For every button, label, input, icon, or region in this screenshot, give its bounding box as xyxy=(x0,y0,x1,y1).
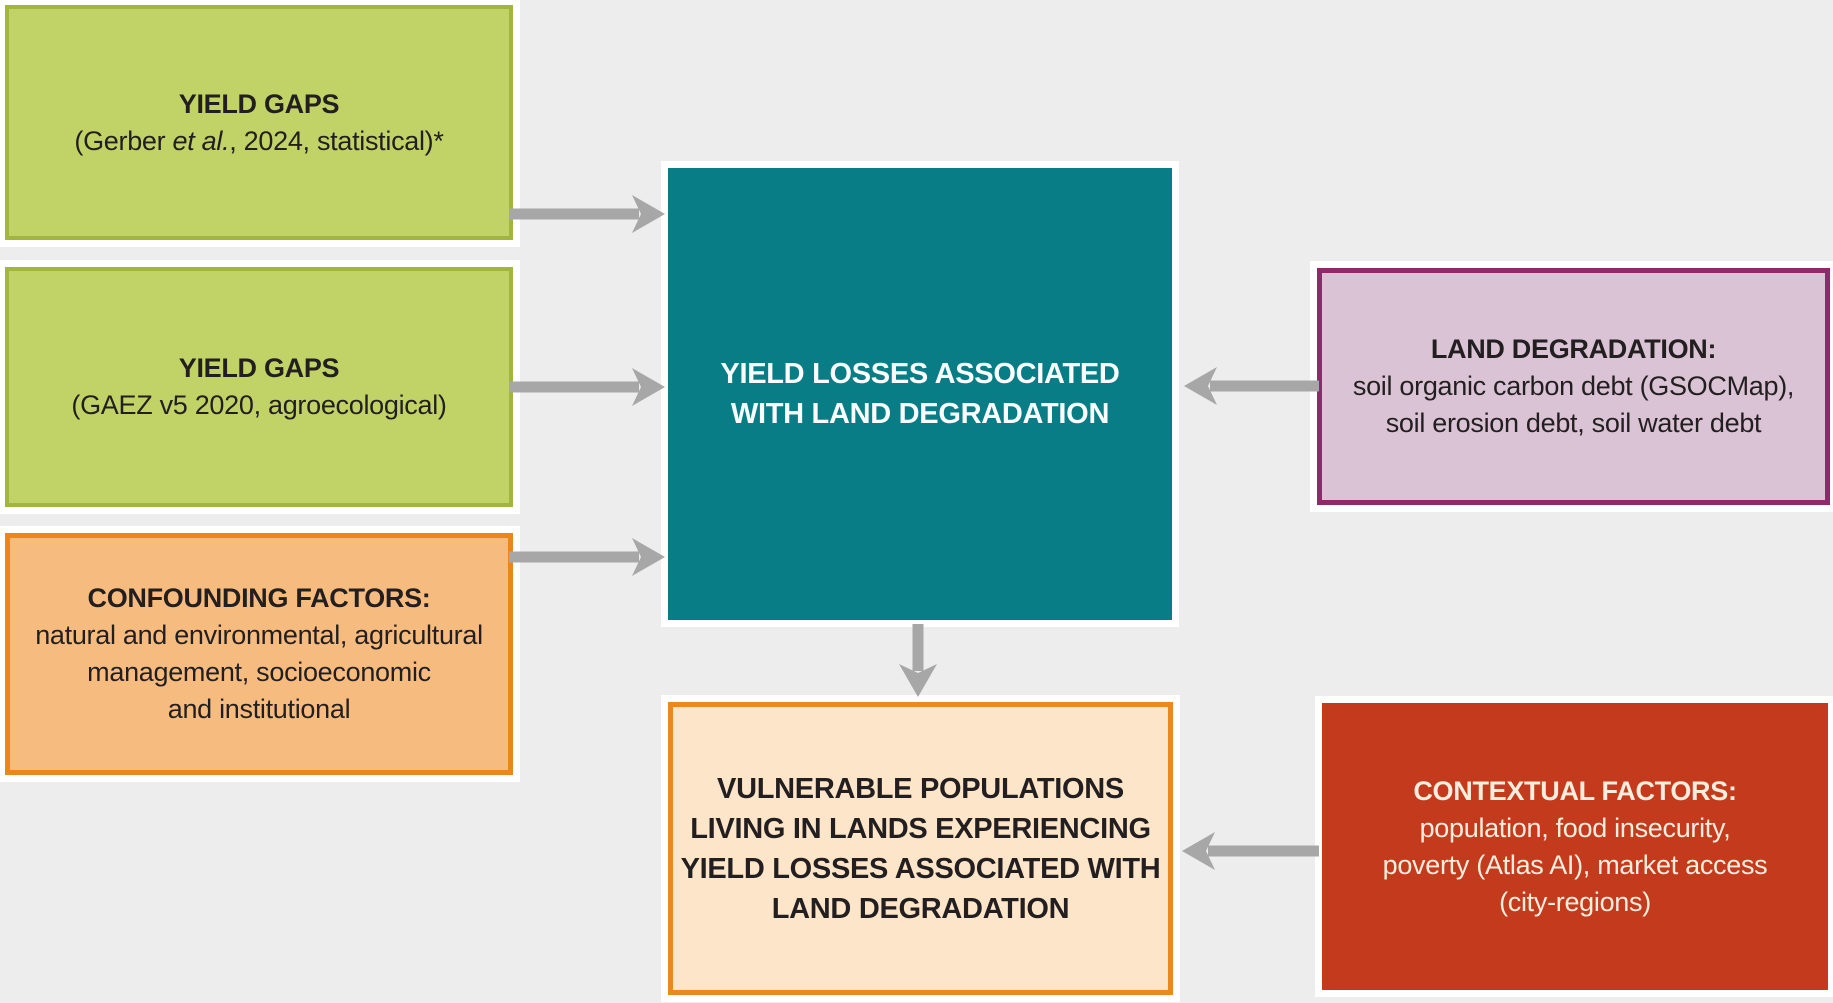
node-contextual-factors: CONTEXTUAL FACTORS: population, food ins… xyxy=(1322,703,1828,990)
arrow-contextual-factors-to-vulnerable-populations xyxy=(1182,832,1319,870)
node-line: and institutional xyxy=(167,694,351,724)
node-title: WITH LAND DEGRADATION xyxy=(730,398,1110,430)
node-land-degradation: LAND DEGRADATION: soil organic carbon de… xyxy=(1317,268,1830,505)
node-yield-losses: YIELD LOSSES ASSOCIATED WITH LAND DEGRAD… xyxy=(668,168,1172,620)
node-title: YIELD GAPS xyxy=(178,353,340,383)
node-yield-gaps-agroecological: YIELD GAPS (GAEZ v5 2020, agroecological… xyxy=(5,267,513,507)
node-title: YIELD LOSSES ASSOCIATED xyxy=(720,358,1120,390)
node-vulnerable-populations: VULNERABLE POPULATIONS LIVING IN LANDS E… xyxy=(668,702,1173,995)
node-line: management, socioeconomic xyxy=(87,657,431,687)
node-line: natural and environmental, agricultural xyxy=(35,620,483,650)
node-title: CONFOUNDING FACTORS: xyxy=(87,583,431,613)
node-title: LAND DEGRADATION: xyxy=(1430,334,1717,364)
node-title: LIVING IN LANDS EXPERIENCING xyxy=(690,812,1151,845)
arrow-yield-gaps-statistical-to-yield-losses xyxy=(509,195,665,233)
node-line: (GAEZ v5 2020, agroecological) xyxy=(71,390,447,420)
arrow-yield-gaps-agroecological-to-yield-losses xyxy=(509,368,665,406)
node-title: LAND DEGRADATION xyxy=(771,892,1070,925)
node-yield-gaps-statistical: YIELD GAPS (Gerber et al., 2024, statist… xyxy=(5,5,513,240)
node-line: soil erosion debt, soil water debt xyxy=(1385,408,1762,438)
node-line: poverty (Atlas AI), market access xyxy=(1382,849,1768,880)
node-title: YIELD LOSSES ASSOCIATED WITH xyxy=(680,852,1161,885)
node-line: (city-regions) xyxy=(1499,886,1651,917)
node-line: soil organic carbon debt (GSOCMap), xyxy=(1352,371,1795,401)
node-title: YIELD GAPS xyxy=(178,88,340,119)
node-line: (Gerber et al., 2024, statistical)* xyxy=(74,125,444,156)
node-line: population, food insecurity, xyxy=(1419,812,1731,843)
arrow-confounding-factors-to-yield-losses xyxy=(509,538,665,576)
node-title: CONTEXTUAL FACTORS: xyxy=(1413,775,1737,806)
arrow-yield-losses-to-vulnerable-populations xyxy=(899,624,937,697)
arrow-land-degradation-to-yield-losses xyxy=(1184,367,1319,405)
node-title: VULNERABLE POPULATIONS xyxy=(717,772,1124,805)
node-confounding-factors: CONFOUNDING FACTORS: natural and environ… xyxy=(5,533,513,775)
